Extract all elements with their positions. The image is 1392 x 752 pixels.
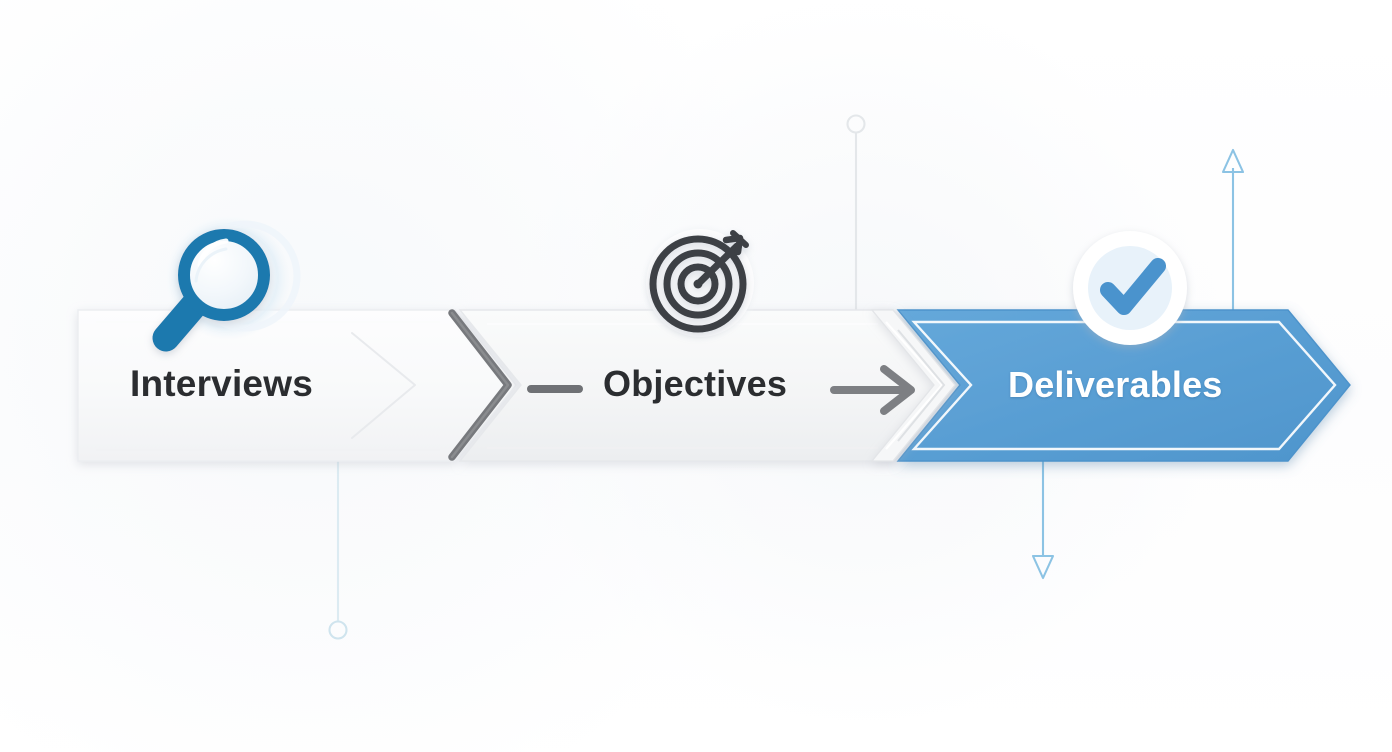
- callout-bottom-deliverables: [1031, 452, 1055, 580]
- check-circle-icon: [1073, 231, 1187, 345]
- chevron-separator: [448, 309, 512, 461]
- magnifier-icon: [152, 216, 301, 352]
- stage-label-deliverables: Deliverables: [1008, 364, 1223, 405]
- stage-objectives[interactable]: [458, 309, 956, 462]
- stage-deliverables[interactable]: [896, 309, 1351, 462]
- callout-top-objectives: [846, 114, 866, 318]
- callout-top-deliverables: [1221, 148, 1245, 312]
- segment-overlap-point: [870, 309, 956, 462]
- callout-bottom-interviews: [328, 458, 348, 640]
- stage-label-objectives: Objectives: [603, 363, 788, 404]
- target-icon: [640, 223, 760, 343]
- right-arrow-separator: [830, 365, 915, 415]
- stage-interviews[interactable]: [77, 309, 517, 462]
- stage-label-interviews: Interviews: [130, 363, 313, 404]
